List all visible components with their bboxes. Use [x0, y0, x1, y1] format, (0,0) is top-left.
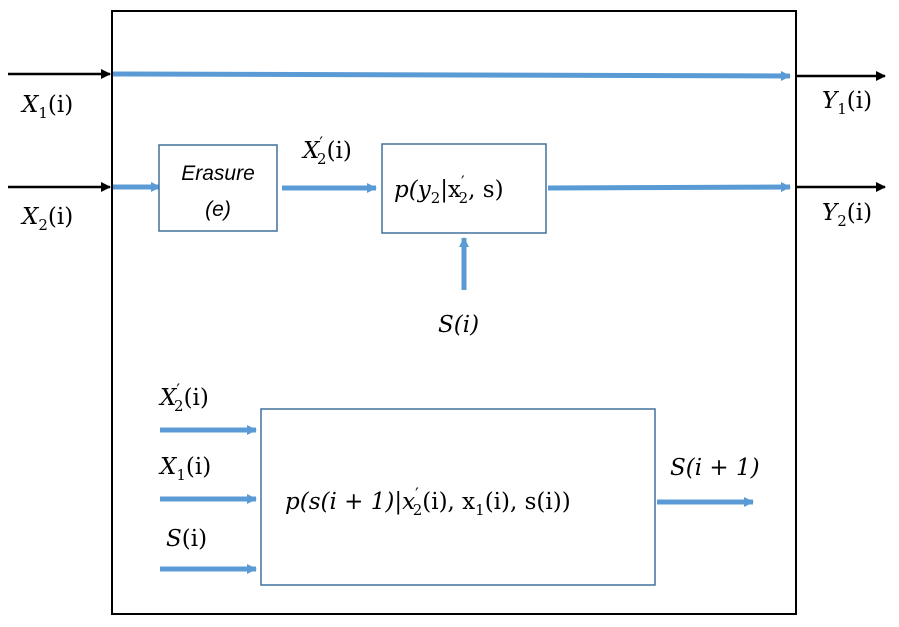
y2-output-label: Y2(i) [822, 200, 872, 230]
channel-block-formula: p(y2|x′2, s) [394, 172, 504, 207]
x2-prime-label: X′2(i) [301, 133, 352, 168]
state-transition-block [260, 408, 656, 586]
erasure-block-title: Erasure [181, 162, 255, 185]
channel-to-y2-arrow [547, 182, 791, 193]
state-block-input-label-1: X′2(i) [158, 380, 209, 415]
state-input-label: S(i) [438, 312, 479, 338]
outer-frame [111, 10, 797, 615]
state-block-input-label-3: S(i) [166, 526, 207, 552]
state-block-output-label: S(i + 1) [670, 455, 760, 481]
erasure-block [158, 144, 278, 232]
x1-through-arrow [112, 70, 791, 81]
channel-block [381, 143, 547, 234]
x2-input-label: X2(i) [20, 204, 73, 234]
y1-output-label: Y1(i) [822, 88, 872, 118]
x1-input-label: X1(i) [20, 92, 73, 122]
state-transition-formula: p(s(i + 1)|x′2(i), x1(i), s(i)) [285, 484, 571, 519]
erasure-block-parameter: (e) [205, 198, 231, 221]
state-block-input-label-2: X1(i) [158, 454, 211, 484]
